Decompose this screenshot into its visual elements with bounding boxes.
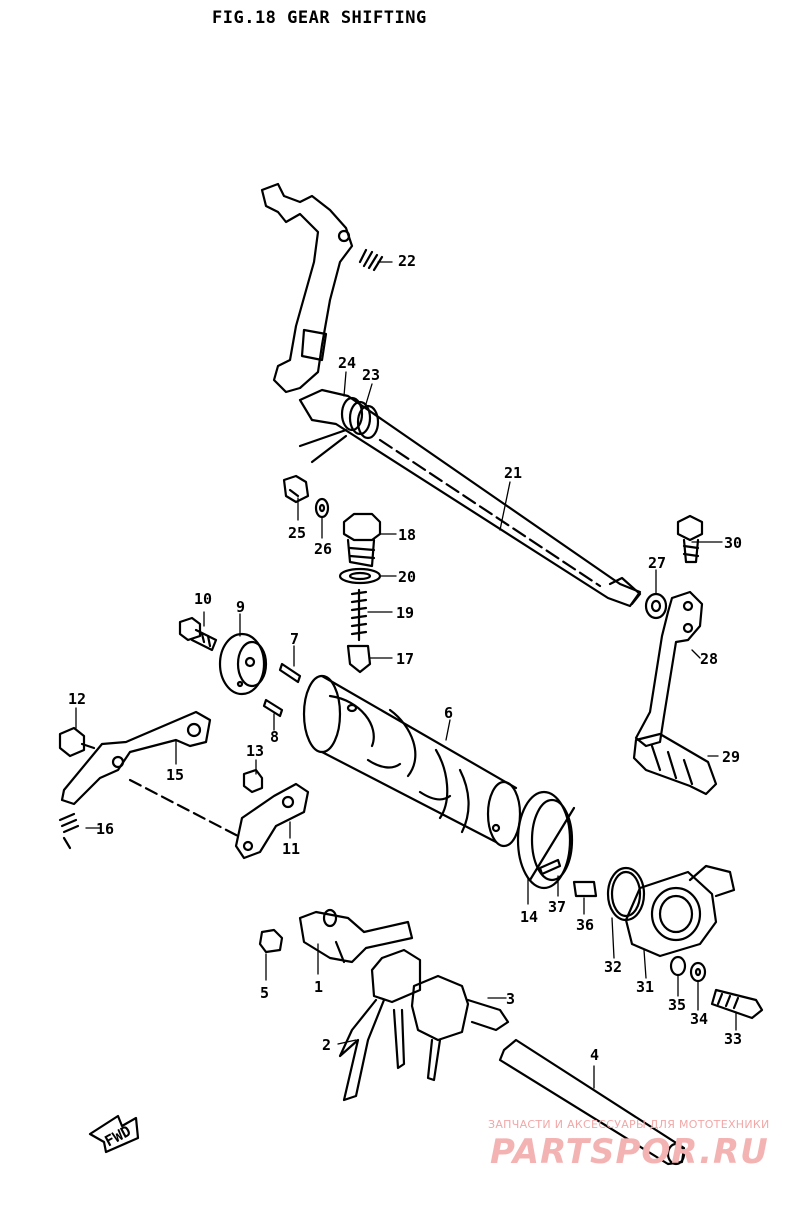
callout-6: 6: [444, 704, 453, 722]
o-ring-32-part: [606, 866, 646, 922]
pin-36-part: [572, 880, 598, 898]
pin-8-part: [262, 698, 284, 718]
shaft-21-part: [298, 388, 642, 608]
fork-2-part: [338, 948, 422, 1102]
callout-17: 17: [396, 650, 414, 668]
callout-4: 4: [590, 1046, 599, 1064]
callout-8: 8: [270, 728, 279, 746]
plate-11-part: [234, 782, 310, 860]
callout-22: 22: [398, 252, 416, 270]
callout-5: 5: [260, 984, 269, 1002]
callout-2: 2: [322, 1036, 331, 1054]
fork-3-part: [410, 974, 510, 1082]
callout-14: 14: [520, 908, 538, 926]
cam-plate-9-part: [218, 632, 268, 696]
spring-16-part: [58, 812, 80, 850]
watermark-logo: PARTSPOR.RU: [490, 1132, 769, 1172]
gasket-20-part: [338, 567, 382, 585]
callout-36: 36: [576, 916, 594, 934]
callout-1: 1: [314, 978, 323, 996]
callout-27: 27: [648, 554, 666, 572]
pin-37-part: [538, 858, 562, 876]
gearshift-arm-part: [260, 182, 354, 394]
callout-37: 37: [548, 898, 566, 916]
peg-29-part: [632, 732, 718, 796]
callout-33: 33: [724, 1030, 742, 1048]
watermark-tagline: ЗАПЧАСТИ И АКСЕССУАРЫ ДЛЯ МОТОТЕХНИКИ: [488, 1118, 770, 1131]
callout-35: 35: [668, 996, 686, 1014]
shift-lever-28-part: [634, 590, 704, 748]
leader-lines: [75, 261, 737, 1089]
callout-28: 28: [700, 650, 718, 668]
spring-19-part: [350, 588, 368, 642]
spring-23-part: [298, 396, 380, 464]
fork-1-part: [298, 908, 414, 964]
bolt-25-part: [282, 474, 310, 504]
fwd-arrow-icon: [88, 1114, 140, 1154]
callout-11: 11: [282, 840, 300, 858]
callout-34: 34: [690, 1010, 708, 1028]
callout-26: 26: [314, 540, 332, 558]
callout-31: 31: [636, 978, 654, 996]
washer-34-part: [689, 961, 707, 983]
callout-19: 19: [396, 604, 414, 622]
callout-30: 30: [724, 534, 742, 552]
bolt-30-part: [676, 514, 704, 564]
washer-26-part: [314, 497, 330, 519]
callout-23: 23: [362, 366, 380, 384]
bearing-14-part: [516, 790, 576, 890]
pin-7-part: [278, 662, 302, 684]
callout-12: 12: [68, 690, 86, 708]
callout-10: 10: [194, 590, 212, 608]
bolt-13-part: [242, 768, 264, 794]
screw-33-part: [710, 988, 764, 1020]
washer-35-part: [669, 955, 687, 977]
callout-18: 18: [398, 526, 416, 544]
figure-title: FIG.18 GEAR SHIFTING: [212, 8, 427, 28]
callout-21: 21: [504, 464, 522, 482]
bolt-10-part: [178, 616, 218, 652]
cam-drum-6-part: [302, 674, 522, 848]
callout-15: 15: [166, 766, 184, 784]
callout-3: 3: [506, 990, 515, 1008]
stopper-arm-15-part: [60, 710, 212, 806]
callout-16: 16: [96, 820, 114, 838]
fwd-label: FWD: [102, 1122, 134, 1151]
bolt-5-part: [258, 928, 284, 954]
fork-shaft-4-part: [498, 1038, 686, 1166]
plug-18-part: [342, 512, 382, 568]
callout-9: 9: [236, 598, 245, 616]
callout-29: 29: [722, 748, 740, 766]
spring-22-part: [358, 248, 384, 272]
callout-20: 20: [398, 568, 416, 586]
washer-27-part: [644, 592, 668, 620]
bolt-12-part: [58, 726, 96, 758]
pin-17-part: [346, 644, 372, 674]
callout-13: 13: [246, 742, 264, 760]
cover-31-part: [624, 864, 736, 958]
callout-24: 24: [338, 354, 356, 372]
callout-32: 32: [604, 958, 622, 976]
callout-25: 25: [288, 524, 306, 542]
callout-7: 7: [290, 630, 299, 648]
